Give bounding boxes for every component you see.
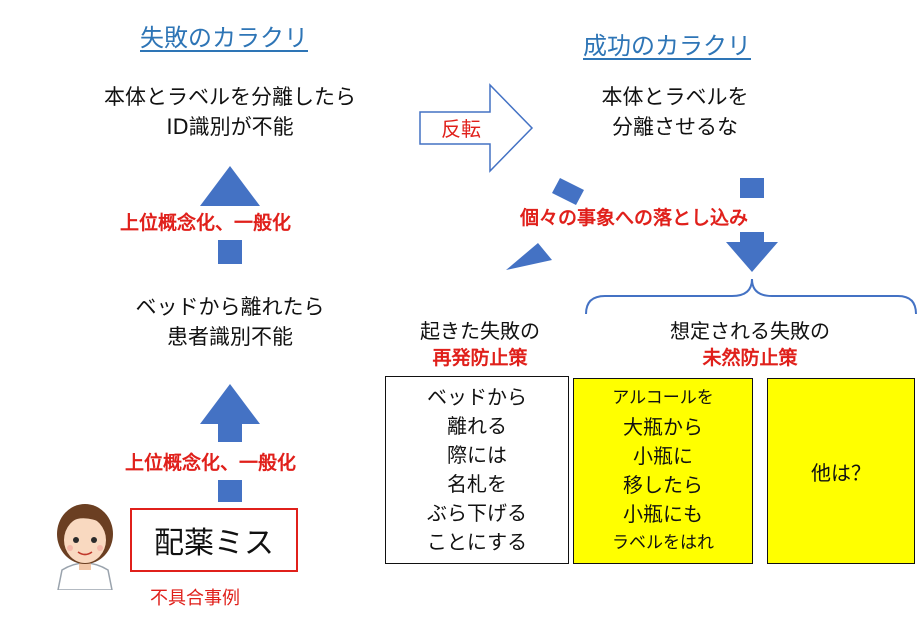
occurred-line-1: ベッドから [426, 385, 527, 409]
occurred-line-5: ぶら下げる [426, 501, 527, 525]
failure-mid-line-2: 患者識別不能 [167, 325, 293, 349]
down-arrow [726, 178, 778, 272]
reverse-label: 反転 [441, 117, 481, 141]
upper-generalization-label: 上位概念化、一般化 [120, 212, 292, 234]
occurred-measure-box: ベッドから 離れる 際には 名札を ぶら下げる ことにする [385, 376, 569, 564]
occurred-header: 起きた失敗の 再発防止策 [390, 318, 570, 371]
lower-up-arrow [200, 384, 260, 502]
expected-line-1: アルコールを [612, 388, 714, 408]
case-box: 配薬ミス [130, 508, 298, 572]
expected-line-3: 小瓶に [633, 444, 693, 468]
upper-up-arrow [200, 166, 260, 264]
reverse-arrow [419, 83, 534, 173]
success-top-line-2: 分離させるな [612, 115, 738, 139]
failure-top-line-1: 本体とラベルを分離したら [104, 85, 356, 109]
occurred-line-3: 際には [446, 443, 507, 467]
occurred-subtitle: 再発防止策 [432, 347, 528, 369]
expected-measure-box: アルコールを 大瓶から 小瓶に 移したら 小瓶にも ラベルをはれ [573, 378, 753, 564]
expected-line-4: 移したら [623, 473, 703, 497]
occurred-measure-text: ベッドから 離れる 際には 名札を ぶら下げる ことにする [427, 383, 527, 557]
expected-header: 想定される失敗の 未然防止策 [620, 318, 880, 371]
occurred-title: 起きた失敗の [420, 319, 540, 343]
expected-title: 想定される失敗の [670, 319, 830, 343]
failure-top-text: 本体とラベルを分離したら ID識別が不能 [80, 82, 380, 142]
drilldown-label: 個々の事象への落とし込み [518, 205, 751, 231]
other-measures-text: 他は？ [811, 460, 871, 485]
lower-generalization-label: 上位概念化、一般化 [125, 452, 297, 474]
success-top-line-1: 本体とラベルを [601, 85, 749, 109]
failure-top-line-2: ID識別が不能 [166, 115, 294, 139]
curly-brace [585, 278, 917, 315]
other-measures-box: 他は？ [767, 378, 915, 564]
expected-subtitle: 未然防止策 [702, 347, 798, 369]
expected-line-6: ラベルをはれ [612, 533, 714, 553]
expected-line-5: 小瓶にも [623, 502, 703, 526]
case-box-text: 配薬ミス [154, 526, 274, 561]
occurred-line-6: ことにする [426, 530, 528, 554]
expected-line-2: 大瓶から [623, 415, 703, 439]
diagonal-down-left-arrow [506, 178, 584, 270]
success-heading: 成功のカラクリ [583, 32, 751, 60]
failure-heading: 失敗のカラクリ [140, 24, 308, 52]
occurred-line-2: 離れる [446, 414, 507, 438]
failure-mid-text: ベッドから離れたら 患者識別不能 [80, 292, 380, 352]
case-caption: 不具合事例 [150, 588, 240, 609]
occurred-line-4: 名札を [446, 472, 507, 496]
failure-mid-line-1: ベッドから離れたら [135, 295, 325, 319]
expected-measure-text: アルコールを 大瓶から 小瓶に 移したら 小瓶にも ラベルをはれ [612, 384, 714, 558]
success-top-text: 本体とラベルを 分離させるな [560, 82, 790, 142]
nurse-avatar [40, 490, 130, 591]
